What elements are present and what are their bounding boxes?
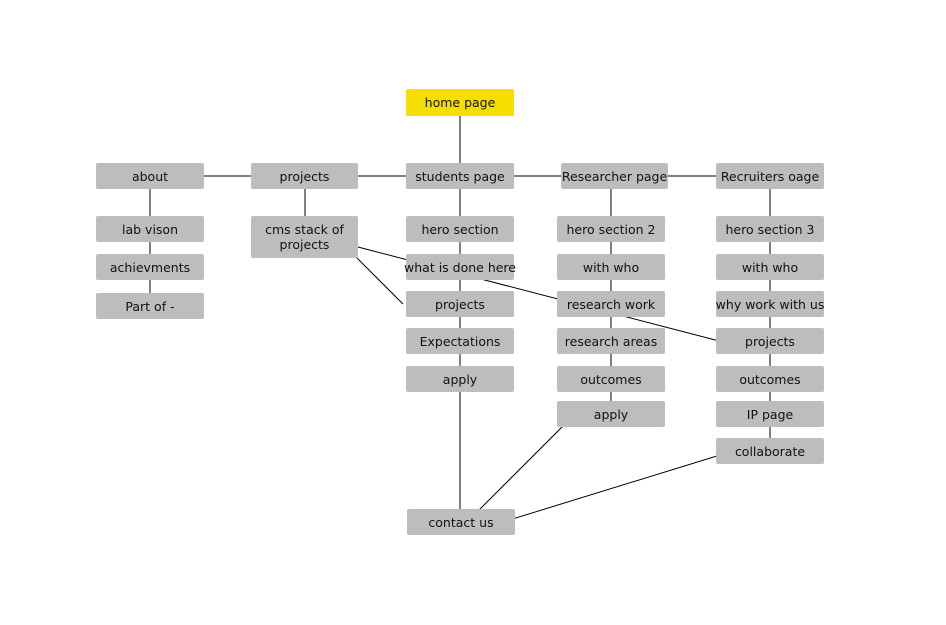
node-why-work-with-us: why work with us <box>716 291 824 317</box>
node-researcher-with-who: with who <box>557 254 665 280</box>
node-projects: projects <box>251 163 358 189</box>
node-achievments: achievments <box>96 254 204 280</box>
node-students-projects: projects <box>406 291 514 317</box>
node-part-of: Part of - <box>96 293 204 319</box>
node-cms-stack-of-projects: cms stack of projects <box>251 216 358 258</box>
node-contact-us: contact us <box>407 509 515 535</box>
node-researcher-page: Researcher page <box>561 163 668 189</box>
node-hero-section-3: hero section 3 <box>716 216 824 242</box>
node-recruiters-with-who: with who <box>716 254 824 280</box>
node-students-page: students page <box>406 163 514 189</box>
node-collaborate: collaborate <box>716 438 824 464</box>
node-home-page: home page <box>406 89 514 116</box>
node-recruiters-projects: projects <box>716 328 824 354</box>
node-expectations: Expectations <box>406 328 514 354</box>
node-researcher-outcomes: outcomes <box>557 366 665 392</box>
connector-c-collab-to-contact <box>505 450 734 522</box>
node-ip-page: IP page <box>716 401 824 427</box>
node-recruiters-oage: Recruiters oage <box>716 163 824 189</box>
node-hero-section-2: hero section 2 <box>557 216 665 242</box>
node-researcher-apply: apply <box>557 401 665 427</box>
node-recruiters-outcomes: outcomes <box>716 366 824 392</box>
node-about: about <box>96 163 204 189</box>
node-research-work: research work <box>557 291 665 317</box>
node-research-areas: research areas <box>557 328 665 354</box>
node-students-hero-section: hero section <box>406 216 514 242</box>
node-what-is-done-here: what is done here <box>404 254 516 280</box>
node-students-apply: apply <box>406 366 514 392</box>
node-lab-vison: lab vison <box>96 216 204 242</box>
